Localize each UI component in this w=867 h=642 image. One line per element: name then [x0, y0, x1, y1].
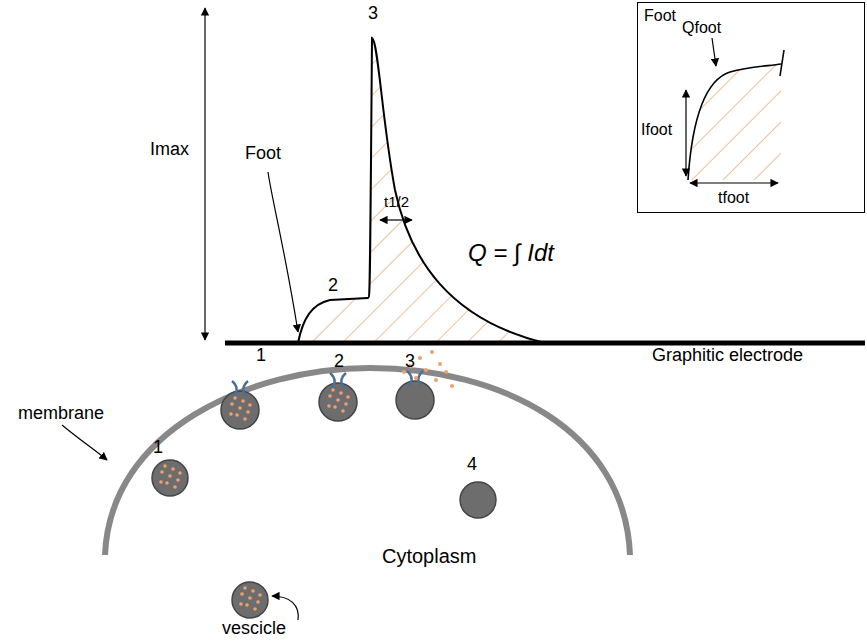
- vesicle: [396, 381, 434, 419]
- region-label: Cytoplasm: [382, 545, 476, 567]
- part-label: membrane: [18, 404, 104, 424]
- transmitter-dot: [168, 474, 172, 478]
- equation: Q = ∫ Idt: [468, 240, 554, 266]
- axis-label: Imax: [150, 140, 189, 160]
- released-molecule: [444, 370, 448, 374]
- transmitter-dot: [327, 404, 331, 408]
- transmitter-dot: [253, 607, 257, 611]
- released-molecule: [414, 376, 418, 380]
- transmitter-dot: [163, 464, 167, 468]
- cell-membrane: [105, 368, 630, 555]
- vesicle: [221, 391, 259, 429]
- released-molecule: [424, 368, 428, 372]
- spike-trace: [298, 38, 545, 343]
- transmitter-dot: [333, 405, 337, 409]
- transmitter-dot: [243, 417, 247, 421]
- part-label: vescicle: [222, 619, 286, 639]
- callout-number: 1: [153, 438, 163, 458]
- transmitter-dot: [159, 480, 163, 484]
- vesicle-pointer: [272, 596, 298, 620]
- transmitter-dot: [239, 602, 243, 606]
- fusion-pore: [341, 373, 346, 387]
- inset-label: Ifoot: [641, 121, 672, 139]
- callout-number: 1: [256, 346, 266, 366]
- inset-label: tfoot: [718, 189, 749, 207]
- transmitter-dot: [165, 481, 169, 485]
- fusion-pore: [243, 381, 248, 395]
- vesicle: [152, 460, 188, 496]
- vesicle: [232, 582, 268, 618]
- callout-number: 2: [328, 276, 338, 296]
- foot-trace: [688, 64, 781, 180]
- inset-label: Qfoot: [682, 19, 721, 37]
- membrane-pointer: [62, 425, 107, 460]
- released-molecule: [434, 378, 438, 382]
- transmitter-dot: [176, 478, 180, 482]
- transmitter-dot: [238, 406, 242, 410]
- electrode: [225, 341, 865, 346]
- qfoot-pointer: [712, 38, 716, 66]
- transmitter-dot: [258, 593, 262, 597]
- released-molecule: [438, 362, 442, 366]
- transmitter-dot: [248, 403, 252, 407]
- width-label: t1/2: [384, 194, 409, 211]
- annotation: Foot: [245, 144, 281, 164]
- transmitter-dot: [160, 470, 164, 474]
- transmitter-dot: [171, 467, 175, 471]
- transmitter-dot: [173, 485, 177, 489]
- transmitter-dot: [230, 402, 234, 406]
- transmitter-dot: [341, 409, 345, 413]
- charge-area: [298, 38, 545, 343]
- transmitter-dot: [331, 388, 335, 392]
- transmitter-dot: [336, 398, 340, 402]
- fusion-pore: [330, 373, 335, 387]
- transmitter-dot: [256, 600, 260, 604]
- transmitter-dot: [328, 394, 332, 398]
- half-width-arrow: [380, 219, 412, 220]
- released-molecule: [430, 350, 434, 354]
- transmitter-dot: [178, 471, 182, 475]
- imax-arrow: [204, 8, 205, 340]
- part-label: Graphitic electrode: [652, 346, 803, 366]
- transmitter-dot: [229, 412, 233, 416]
- transmitter-dot: [251, 589, 255, 593]
- transmitter-dot: [339, 391, 343, 395]
- transmitter-dot: [344, 402, 348, 406]
- tfoot-arrow: [690, 182, 778, 183]
- fusion-pore: [418, 371, 423, 385]
- transmitter-dot: [233, 396, 237, 400]
- inset-title: Foot: [644, 7, 676, 25]
- foot-area: [688, 64, 781, 180]
- ifoot-arrow: [685, 90, 686, 176]
- vesicle: [319, 383, 357, 421]
- inset-box: FootQfootIfoot tfoot: [637, 2, 865, 213]
- transmitter-dot: [240, 592, 244, 596]
- transmitter-dot: [246, 410, 250, 414]
- transmitter-dot: [243, 586, 247, 590]
- spike-tick: [780, 50, 784, 76]
- transmitter-dot: [241, 399, 245, 403]
- callout-number: 2: [334, 352, 344, 372]
- fusion-pore: [407, 371, 412, 385]
- released-molecule: [450, 384, 454, 388]
- callout-number: 3: [368, 4, 378, 24]
- transmitter-dot: [245, 603, 249, 607]
- transmitter-dot: [346, 395, 350, 399]
- vesicle: [460, 482, 496, 518]
- transmitter-dot: [235, 413, 239, 417]
- callout-number: 3: [405, 352, 415, 372]
- transmitter-dot: [248, 596, 252, 600]
- callout-number: 4: [467, 455, 477, 475]
- foot-pointer: [268, 172, 298, 332]
- released-molecule: [418, 356, 422, 360]
- fusion-pore: [232, 381, 237, 395]
